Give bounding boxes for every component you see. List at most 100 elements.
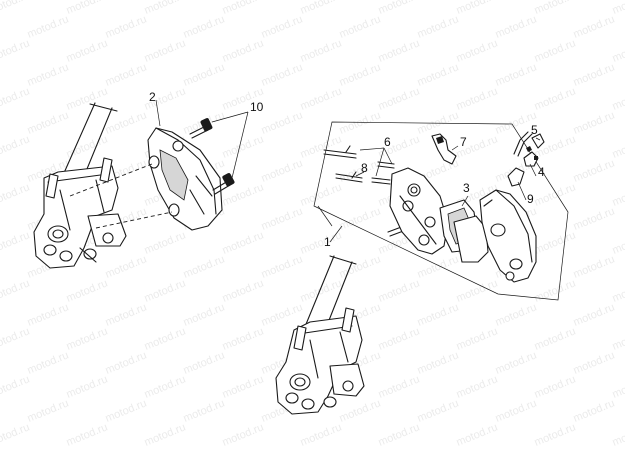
- watermark-text: motod.ru: [0, 0, 31, 17]
- watermark-text: motod.ru: [377, 0, 422, 17]
- watermark-text: motod.ru: [221, 277, 266, 304]
- watermark-text: motod.ru: [26, 397, 71, 424]
- watermark-text: motod.ru: [455, 373, 500, 400]
- watermark-text: motod.ru: [143, 37, 188, 64]
- watermark-text: motod.ru: [533, 373, 578, 400]
- watermark-text: motod.ru: [260, 157, 305, 184]
- watermark-text: motod.ru: [182, 61, 227, 88]
- watermark-text: motod.ru: [182, 253, 227, 280]
- watermark-text: motod.ru: [572, 61, 617, 88]
- callout-9: 9: [527, 192, 534, 206]
- watermark-text: motod.ru: [611, 0, 625, 17]
- watermark-text: motod.ru: [299, 421, 344, 448]
- watermark-text: motod.ru: [611, 181, 625, 208]
- watermark-text: motod.ru: [572, 397, 617, 424]
- watermark-text: motod.ru: [65, 37, 110, 64]
- watermark-text: motod.ru: [221, 229, 266, 256]
- watermark-text: motod.ru: [611, 421, 625, 448]
- callout-2: 2: [149, 90, 156, 104]
- watermark-text: motod.ru: [104, 253, 149, 280]
- watermark-text: motod.ru: [377, 373, 422, 400]
- watermark-text: motod.ru: [143, 373, 188, 400]
- watermark-text: motod.ru: [0, 37, 31, 64]
- watermark-text: motod.ru: [494, 301, 539, 328]
- watermark-text: motod.ru: [26, 61, 71, 88]
- watermark-text: motod.ru: [299, 85, 344, 112]
- watermark-text: motod.ru: [338, 205, 383, 232]
- watermark-text: motod.ru: [221, 325, 266, 352]
- watermark-text: motod.ru: [104, 61, 149, 88]
- watermark-text: motod.ru: [494, 61, 539, 88]
- watermark-text: motod.ru: [104, 13, 149, 40]
- watermark-text: motod.ru: [26, 109, 71, 136]
- leader-lines: [155, 99, 541, 243]
- watermark-text: motod.ru: [611, 37, 625, 64]
- watermark-text: motod.ru: [377, 85, 422, 112]
- brake-pads-part-3: [439, 199, 489, 263]
- watermark-text: motod.ru: [0, 133, 31, 160]
- watermark-text: motod.ru: [338, 253, 383, 280]
- watermark-text: motod.ru: [338, 157, 383, 184]
- watermark-text: motod.ru: [533, 37, 578, 64]
- lower-fork-leg: [275, 255, 365, 415]
- watermark-text: motod.ru: [0, 325, 31, 352]
- watermark-text: motod.ru: [416, 301, 461, 328]
- watermark-text: motod.ru: [572, 349, 617, 376]
- watermark-text: motod.ru: [377, 421, 422, 448]
- watermark-text: motod.ru: [299, 181, 344, 208]
- watermark-text: motod.ru: [104, 349, 149, 376]
- watermark-text: motod.ru: [104, 109, 149, 136]
- callout-7: 7: [460, 135, 467, 149]
- watermark-text: motod.ru: [65, 373, 110, 400]
- watermark-text: motod.ru: [182, 13, 227, 40]
- watermark-text: motod.ru: [533, 85, 578, 112]
- watermark-text: motod.ru: [572, 205, 617, 232]
- watermark-text: motod.ru: [0, 373, 31, 400]
- watermark-text: motod.ru: [26, 349, 71, 376]
- watermark-text: motod.ru: [221, 373, 266, 400]
- watermark-text: motod.ru: [260, 205, 305, 232]
- caliper-half-a: [389, 167, 449, 255]
- watermark-text: motod.ru: [494, 13, 539, 40]
- callout-1: 1: [324, 235, 331, 249]
- watermark-text: motod.ru: [533, 181, 578, 208]
- watermark-text: motod.ru: [26, 301, 71, 328]
- watermark-text: motod.ru: [572, 301, 617, 328]
- caliper-alignment-lines: [69, 163, 173, 229]
- callout-3: 3: [463, 181, 470, 195]
- watermark-text: motod.ru: [143, 0, 188, 17]
- callout-10: 10: [250, 100, 264, 114]
- watermark-text: motod.ru: [572, 157, 617, 184]
- watermark-text: motod.ru: [416, 397, 461, 424]
- watermark-text: motod.ru: [104, 301, 149, 328]
- watermark-text: motod.ru: [143, 421, 188, 448]
- watermark-text: motod.ru: [143, 325, 188, 352]
- watermark-text: motod.ru: [338, 13, 383, 40]
- watermark-text: motod.ru: [377, 37, 422, 64]
- watermark-text: motod.ru: [260, 13, 305, 40]
- watermark-text: motod.ru: [0, 277, 31, 304]
- watermark-text: motod.ru: [221, 37, 266, 64]
- watermark-text: motod.ru: [143, 229, 188, 256]
- watermark-text: motod.ru: [533, 277, 578, 304]
- watermark-text: motod.ru: [260, 109, 305, 136]
- watermark-text: motod.ru: [494, 349, 539, 376]
- watermark-text: motod.ru: [182, 301, 227, 328]
- watermark-text: motod.ru: [416, 61, 461, 88]
- watermark-text: motod.ru: [338, 109, 383, 136]
- watermark-text: motod.ru: [260, 301, 305, 328]
- watermark-text: motod.ru: [416, 13, 461, 40]
- watermark-text: motod.ru: [377, 325, 422, 352]
- watermark-text: motod.ru: [65, 85, 110, 112]
- watermark-text: motod.ru: [182, 397, 227, 424]
- watermark-text: motod.ru: [455, 0, 500, 17]
- watermark-text: motod.ru: [143, 277, 188, 304]
- watermark-text: motod.ru: [260, 61, 305, 88]
- watermark-text: motod.ru: [65, 277, 110, 304]
- watermark-text: motod.ru: [611, 229, 625, 256]
- watermark-text: motod.ru: [338, 61, 383, 88]
- watermark-text: motod.ru: [572, 13, 617, 40]
- watermark-text: motod.ru: [533, 325, 578, 352]
